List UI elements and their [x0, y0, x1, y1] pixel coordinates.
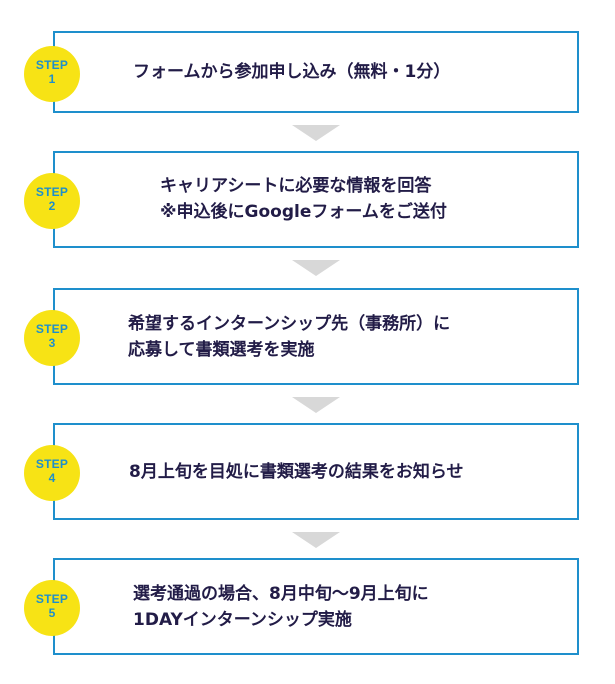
step-3-line-1: 希望するインターンシップ先（事務所）に [128, 314, 451, 334]
step-4-badge: STEP 4 [24, 445, 80, 501]
step-5-line-1: 選考通過の場合、8月中旬〜9月上旬に [133, 584, 429, 604]
step-1-line-1: フォームから参加申し込み（無料・1分） [133, 62, 451, 82]
step-1-box [53, 31, 579, 113]
step-1-text: フォームから参加申し込み（無料・1分） [133, 59, 450, 85]
step-4-box [53, 423, 579, 520]
step-2-badge-number: 2 [48, 199, 56, 213]
step-3-badge: STEP 3 [24, 310, 80, 366]
step-3-line-2: 応募して書類選考を実施 [128, 340, 315, 360]
step-5-line-2: 1DAYインターンシップ実施 [133, 610, 352, 630]
step-2-text: キャリアシートに必要な情報を回答 ※申込後にGoogleフォームをご送付 [160, 173, 447, 225]
step-1-badge-number: 1 [48, 72, 56, 86]
step-5-badge-number: 5 [48, 606, 56, 620]
step-1-badge: STEP 1 [24, 46, 80, 102]
step-3-box [53, 288, 579, 385]
step-4-text: 8月上旬を目処に書類選考の結果をお知らせ [129, 459, 464, 485]
step-5-text: 選考通過の場合、8月中旬〜9月上旬に 1DAYインターンシップ実施 [133, 581, 429, 633]
step-1-badge-label: STEP [35, 58, 69, 72]
arrow-down-icon [292, 532, 340, 548]
step-3-text: 希望するインターンシップ先（事務所）に 応募して書類選考を実施 [128, 311, 450, 363]
arrow-down-icon [292, 260, 340, 276]
step-4-line-1: 8月上旬を目処に書類選考の結果をお知らせ [129, 462, 464, 482]
step-5-box [53, 558, 579, 655]
arrow-down-icon [292, 397, 340, 413]
step-2-line-1: キャリアシートに必要な情報を回答 [160, 176, 432, 196]
step-2-box [53, 151, 579, 248]
arrow-down-icon [292, 125, 340, 141]
step-5-badge: STEP 5 [24, 580, 80, 636]
step-4-badge-number: 4 [48, 471, 56, 485]
step-2-badge-label: STEP [35, 185, 69, 199]
step-4-badge-label: STEP [35, 457, 69, 471]
step-3-badge-label: STEP [35, 322, 69, 336]
step-5-badge-label: STEP [35, 592, 69, 606]
step-2-badge: STEP 2 [24, 173, 80, 229]
step-3-badge-number: 3 [48, 336, 56, 350]
step-2-line-2: ※申込後にGoogleフォームをご送付 [160, 202, 447, 222]
